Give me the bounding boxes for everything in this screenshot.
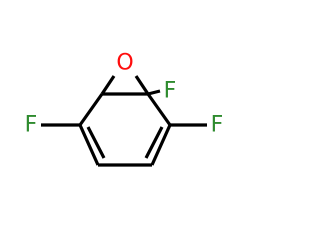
molecule-structure-diagram: O F F F (25, 51, 224, 167)
molecule-canvas: O F F F (24, 50, 224, 167)
bond-c6-c1 (78, 93, 104, 126)
oxygen-atom-label: O (116, 51, 133, 76)
bond-c1-o (100, 75, 116, 95)
fluorine-atom-label-left: F (25, 113, 38, 138)
fluorine-atom-label-right: F (211, 113, 224, 138)
bond-c3-c4 (150, 124, 172, 166)
bonds (41, 75, 207, 167)
bond-c2-o (134, 75, 150, 95)
bond-c5-c6-double (86, 126, 106, 159)
bond-c5-c6 (78, 124, 100, 166)
bond-c2-f-top-right (147, 89, 161, 96)
atom-labels: O F F F (25, 51, 224, 138)
bond-c2-c3 (146, 93, 172, 126)
fluorine-atom-label-top-right: F (164, 79, 177, 104)
bond-c3-c4-double (144, 126, 164, 159)
